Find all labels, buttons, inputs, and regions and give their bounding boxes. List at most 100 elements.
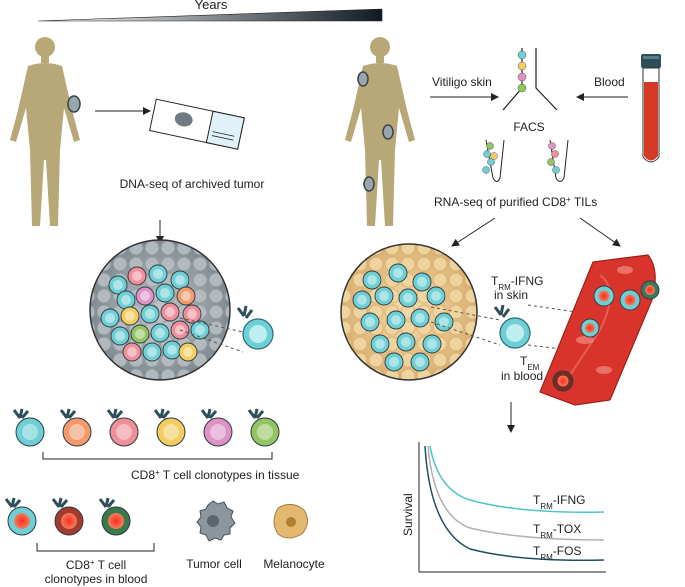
curve-trm-fos	[424, 445, 605, 561]
tube-droplet	[490, 152, 498, 160]
lesion-2-icon	[382, 124, 394, 140]
years-gradient-wedge	[37, 8, 383, 22]
blood-label: Blood	[594, 75, 625, 89]
tumor-lesion-icon	[67, 95, 81, 113]
tube-droplet	[551, 150, 559, 158]
blood-clonotype-cells	[4, 497, 131, 536]
zoomed-trm-cell-icon	[493, 304, 531, 349]
tissue-clonotype-cells	[12, 408, 280, 447]
curve-label-tox: TRM-TOX	[533, 522, 581, 540]
curve-trm-ifng	[429, 445, 605, 513]
tissue-bracket	[42, 452, 273, 460]
blood-clonotype-cell-icon	[51, 497, 84, 536]
tumor-t-cell	[178, 342, 198, 362]
zoom-line-4	[430, 321, 501, 346]
tumor-infiltrating-cells	[100, 264, 210, 362]
melanocyte-label: Melanocyte	[263, 557, 325, 571]
skin-t-cell	[388, 263, 408, 283]
survival-ylabel: Survival	[401, 493, 415, 536]
skin-t-cell	[410, 308, 430, 328]
sort-tube-left-icon	[485, 139, 505, 182]
tumor-t-cell	[155, 283, 175, 303]
zoom-line-2	[179, 329, 244, 353]
lesion-3-icon	[363, 176, 375, 192]
tissue-clonotype-cell-icon	[247, 408, 280, 447]
skin-t-cells	[352, 263, 454, 372]
tissue-clonotype-cell-icon	[12, 408, 45, 447]
vessel-t-cells	[552, 280, 660, 392]
skin-t-cell	[422, 334, 442, 354]
tumor-t-cell	[100, 308, 120, 328]
tumor-t-cell	[150, 323, 170, 343]
tumor-t-cell	[140, 304, 160, 324]
facs-label: FACS	[513, 120, 544, 134]
tumor-t-cell	[122, 342, 142, 362]
tissue-clonotypes-label: CD8+ T cell clonotypes in tissue	[131, 468, 300, 483]
vessel-cell	[619, 289, 641, 311]
tube-droplet	[486, 142, 494, 150]
tumor-t-cell	[130, 324, 150, 344]
tissue-clonotype-cell-icon	[153, 408, 186, 447]
tissue-slide-icon	[149, 98, 245, 150]
blood-clonotype-cell-icon	[4, 497, 37, 536]
skin-t-cell	[398, 288, 418, 308]
curve-label-fos: TRM-FOS	[533, 544, 581, 562]
vessel-cell	[640, 280, 660, 300]
tumor-cell-label: Tumor cell	[186, 557, 242, 571]
tumor-t-cell	[160, 302, 180, 322]
tumor-t-cell	[176, 286, 196, 306]
in-skin-label: in skin	[494, 288, 528, 302]
skin-t-cell	[362, 270, 382, 290]
tumor-t-cell	[182, 304, 202, 324]
facs-droplet	[517, 61, 527, 71]
tube-droplet	[548, 142, 556, 150]
skin-t-cell	[396, 332, 416, 352]
tube-droplets	[482, 142, 560, 174]
blood-clonotypes-label-1: CD8+ T cell	[66, 558, 126, 573]
zoomed-t-cell-icon	[236, 305, 274, 350]
arrow-to-vessel	[579, 217, 621, 247]
skin-t-cell	[384, 352, 404, 372]
rna-seq-label: RNA-seq of purified CD8+ TILs	[434, 195, 597, 210]
survival-chart: Survival TRM-IFNG TRM-TOX TRM-FOS	[401, 442, 606, 573]
skin-t-cell	[434, 312, 454, 332]
arrow-to-skin	[451, 217, 496, 247]
tumor-t-cell	[170, 270, 190, 290]
skin-t-cell	[426, 286, 446, 306]
lesion-1-icon	[357, 71, 369, 87]
skin-t-cell	[370, 334, 390, 354]
tumor-t-cell	[142, 342, 162, 362]
vessel-cell	[593, 285, 615, 307]
blood-bracket	[36, 543, 155, 552]
tissue-clonotype-cell-icon	[106, 408, 139, 447]
zoom-line-1	[179, 317, 244, 333]
blood-tube-icon	[641, 54, 661, 163]
facs-droplet	[517, 50, 527, 60]
tube-droplet	[483, 150, 491, 158]
vessel-cell	[580, 318, 600, 338]
blood-clonotype-cell-icon	[98, 497, 131, 536]
vitiligo-skin-label: Vitiligo skin	[432, 75, 492, 89]
human-figure-left-icon	[10, 37, 80, 226]
facs-droplet	[517, 83, 527, 93]
facs-funnel	[502, 48, 558, 111]
sort-tube-right-icon	[549, 139, 569, 182]
skin-t-cell	[386, 310, 406, 330]
tumor-t-cell	[116, 290, 136, 310]
tube-droplet	[552, 166, 560, 174]
curve-label-ifng: TRM-IFNG	[533, 493, 585, 511]
tumor-t-cell	[110, 326, 130, 346]
skin-t-cell	[352, 290, 372, 310]
tumor-t-cell	[120, 306, 140, 326]
tissue-clonotype-cell-icon	[59, 408, 92, 447]
tube-droplet	[547, 158, 555, 166]
tube-droplet	[482, 166, 490, 174]
tumor-cell-icon	[196, 500, 236, 542]
tumor-t-cell	[148, 264, 168, 284]
tumor-t-cell	[135, 286, 155, 306]
skin-t-cell	[374, 286, 394, 306]
facs-droplet	[517, 72, 527, 82]
tumor-t-cell	[162, 340, 182, 360]
